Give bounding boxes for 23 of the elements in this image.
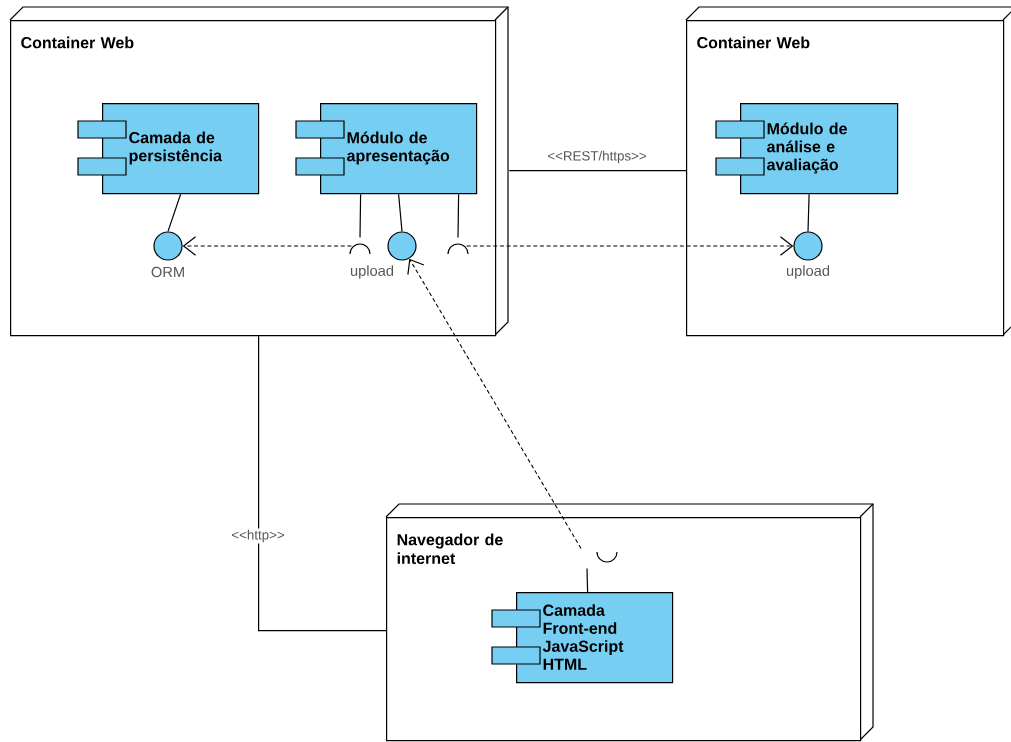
connector-line <box>807 193 810 232</box>
interface-label: upload <box>786 265 830 279</box>
component-box: Módulo de análise e avaliação <box>715 103 899 195</box>
connector-line <box>586 568 589 593</box>
edge-label: <<REST/https>> <box>546 149 648 165</box>
connector-line <box>359 193 362 238</box>
connector-line <box>457 193 460 238</box>
connector-line <box>167 193 182 232</box>
connector-line <box>258 335 387 632</box>
interface-label: upload <box>350 265 394 279</box>
component-box: Camada de persistência <box>77 103 260 195</box>
dependency-arrow <box>466 236 794 256</box>
connector-line <box>398 193 403 232</box>
connector-line <box>508 170 687 172</box>
component-box: Módulo de apresentação <box>295 103 478 195</box>
socket-arc <box>596 551 618 563</box>
dependency-arrow <box>182 236 352 256</box>
edge-label: <<http>> <box>230 528 287 544</box>
socket-arc <box>349 243 371 255</box>
component-box: Camada Front-end JavaScript HTML <box>491 592 674 684</box>
socket-arc <box>447 243 469 255</box>
interface-label: ORM <box>151 266 184 278</box>
dependency-arrow <box>407 258 582 549</box>
